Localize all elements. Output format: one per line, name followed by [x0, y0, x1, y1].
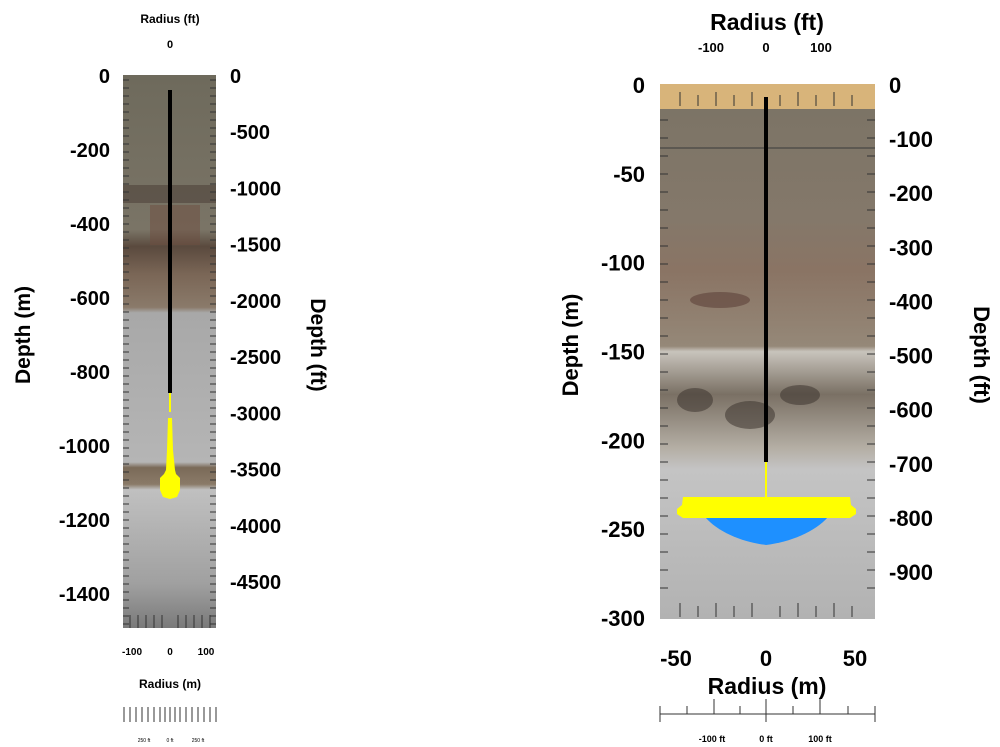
- left-bottom-inner-ticks: [129, 615, 211, 628]
- right-scale-label-right: 100 ft: [808, 734, 832, 744]
- left-depth-ft-tick: -2500: [230, 347, 281, 369]
- left-depth-ft-tick: -2000: [230, 291, 281, 313]
- left-depth-m-tick: -800: [70, 362, 110, 384]
- right-depth-m-tick: -150: [601, 340, 645, 365]
- left-bottom-axis-title: Radius (m): [139, 677, 201, 691]
- right-depth-m-tick: -300: [601, 606, 645, 631]
- right-depth-ft-tick: -100: [889, 127, 933, 152]
- right-top-tick-100: 100: [810, 40, 832, 55]
- left-fracture-yellow: [160, 418, 180, 499]
- right-fracture-yellow: [677, 497, 856, 518]
- left-inner-ticks-right: [210, 79, 216, 625]
- right-depth-m-tick: -50: [613, 162, 645, 187]
- right-rock-blotches: [677, 292, 820, 429]
- left-scale-label-left: 250 ft: [138, 738, 151, 744]
- left-bottom-tick-100: 100: [198, 647, 215, 658]
- right-top-axis-title: Radius (ft): [710, 9, 824, 35]
- right-bottom-tick-0: 0: [760, 646, 772, 671]
- right-depth-ft-tick: -500: [889, 344, 933, 369]
- right-depth-ft-tick: -300: [889, 235, 933, 260]
- left-panel: Radius (ft) 0 Depth (m) Depth (ft) 0 -200…: [12, 12, 329, 744]
- right-fracture-blue: [705, 517, 828, 545]
- right-depth-ft-tick: -400: [889, 289, 933, 314]
- left-depth-m-labels: 0 -200 -400 -600 -800 -1000 -1200 -1400: [59, 66, 110, 606]
- right-panel: Radius (ft) -100 0 100 Depth (m) Depth (…: [558, 9, 994, 744]
- left-top-axis-title: Radius (ft): [140, 12, 199, 26]
- right-depth-m-tick: -100: [601, 251, 645, 276]
- left-depth-ft-tick: -4500: [230, 572, 281, 594]
- left-depth-m-tick: -1000: [59, 436, 110, 458]
- right-bottom-tick-neg50: -50: [660, 646, 692, 671]
- right-top-tick-0: 0: [762, 40, 769, 55]
- left-rock-texture-2: [150, 205, 200, 245]
- left-depth-ft-tick: -1000: [230, 178, 281, 200]
- left-scale-bar: [123, 707, 217, 722]
- right-surface-ruler: [679, 92, 853, 106]
- right-depth-ft-tick: -200: [889, 181, 933, 206]
- right-inner-ticks-right: [867, 119, 875, 589]
- left-depth-m-tick: -200: [70, 140, 110, 162]
- left-inner-ticks: [123, 79, 129, 625]
- right-depth-ft-labels: 0 -100 -200 -300 -400 -500 -600 -700 -800 -900: [889, 73, 933, 585]
- left-top-tick-0: 0: [167, 39, 173, 51]
- left-depth-ft-tick: -3500: [230, 460, 281, 482]
- right-inner-ticks-left: [660, 119, 668, 589]
- left-depth-ft-labels: 0 -500 -1000 -1500 -2000 -2500 -3000 -3500 -4000…: [230, 66, 281, 594]
- right-depth-ft-tick: -600: [889, 398, 933, 423]
- right-bottom-axis-title: Radius (m): [708, 673, 827, 699]
- left-depth-ft-tick: 0: [230, 66, 241, 88]
- left-depth-m-tick: -1200: [59, 510, 110, 532]
- right-depth-ft-tick: -900: [889, 560, 933, 585]
- left-depth-m-tick: -400: [70, 214, 110, 236]
- right-scale-label-left: -100 ft: [699, 734, 726, 744]
- right-depth-m-labels: 0 -50 -100 -150 -200 -250 -300: [601, 73, 645, 631]
- right-depth-ft-tick: -700: [889, 452, 933, 477]
- right-scale-label-center: 0 ft: [759, 734, 773, 744]
- left-depth-ft-tick: -1500: [230, 235, 281, 257]
- right-bottom-inner-ticks: [679, 603, 853, 617]
- left-bottom-tick-neg100: -100: [122, 647, 142, 658]
- left-axis-title-depth-ft: Depth (ft): [306, 298, 329, 391]
- right-axis-title-depth-ft: Depth (ft): [969, 306, 994, 404]
- left-depth-m-tick: -1400: [59, 584, 110, 606]
- right-depth-ft-tick: -800: [889, 506, 933, 531]
- left-axis-title-depth-m: Depth (m): [12, 286, 35, 384]
- right-depth-m-tick: -200: [601, 428, 645, 453]
- right-scale-bar: [659, 699, 876, 722]
- right-depth-m-tick: -250: [601, 517, 645, 542]
- left-scale-label-right: 250 ft: [192, 738, 205, 744]
- right-axis-title-depth-m: Depth (m): [558, 294, 583, 397]
- right-depth-m-tick: 0: [633, 73, 645, 98]
- left-depth-m-tick: -600: [70, 288, 110, 310]
- right-depth-ft-tick: 0: [889, 73, 901, 98]
- left-bottom-tick-0: 0: [167, 647, 173, 658]
- right-top-tick-neg100: -100: [698, 40, 724, 55]
- left-scale-label-center: 0 ft: [167, 738, 175, 744]
- left-depth-ft-tick: -3000: [230, 403, 281, 425]
- left-depth-m-tick: 0: [99, 66, 110, 88]
- right-bottom-tick-50: 50: [843, 646, 867, 671]
- left-depth-ft-tick: -4000: [230, 516, 281, 538]
- left-depth-ft-tick: -500: [230, 122, 270, 144]
